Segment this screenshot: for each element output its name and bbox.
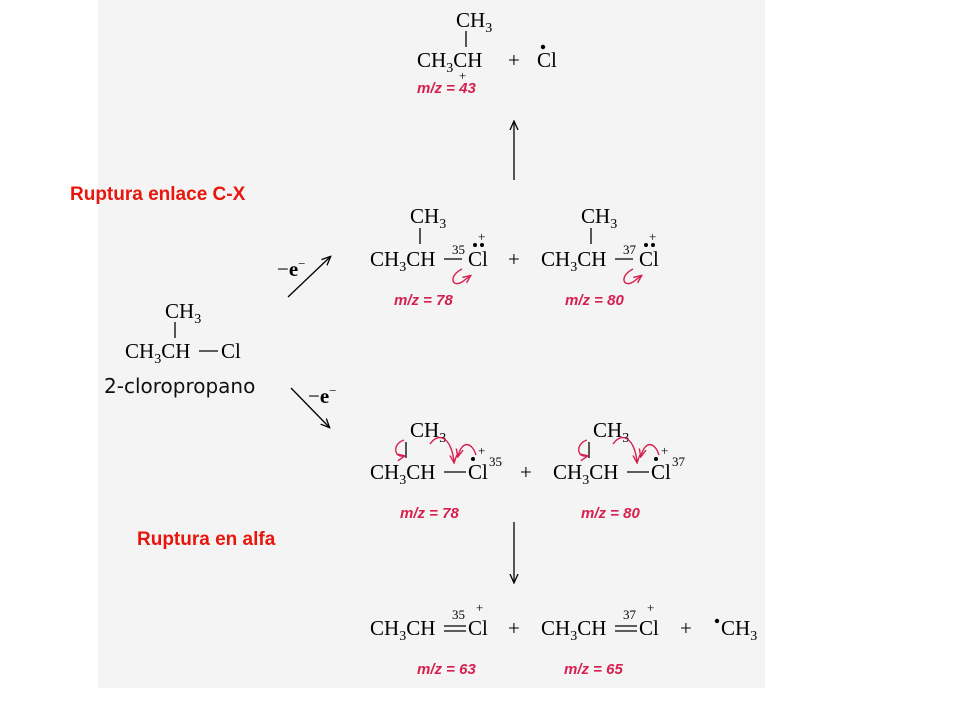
- alpha-ion-35: CH3 CH3CH + Cl 35 m/z = 78: [370, 418, 502, 522]
- molecular-ion-35: CH3 CH3CH 35 + Cl m/z = 78: [370, 204, 488, 309]
- plus-sign: +: [508, 247, 520, 271]
- plus-sign: +: [520, 460, 532, 484]
- plus-sign: +: [680, 616, 692, 640]
- svg-text:CH3: CH3: [721, 616, 757, 644]
- isotope-label: 37: [672, 454, 686, 469]
- radical-dot: [714, 618, 720, 624]
- halogen-label: Cl: [651, 460, 671, 484]
- reactant-halogen: Cl: [221, 339, 241, 363]
- reactant-chain: CH3CH: [125, 339, 190, 367]
- svg-text:CH3: CH3: [410, 204, 446, 232]
- mz-label: m/z = 43: [417, 80, 476, 97]
- isotope-label: 35: [452, 242, 465, 257]
- svg-text:CH3CH: CH3CH: [370, 460, 435, 488]
- svg-text:CH3CH: CH3CH: [553, 460, 618, 488]
- electron-loss-lower: −e−: [308, 383, 337, 408]
- isotope-label: 35: [489, 454, 502, 469]
- charge-plus: +: [649, 229, 656, 244]
- curved-electron-arrow: [612, 437, 637, 462]
- charge-plus: +: [661, 443, 668, 458]
- svg-text:CH3: CH3: [581, 204, 617, 232]
- label-alpha-cleavage: Ruptura en alfa: [137, 529, 276, 550]
- halogen-label: Cl: [468, 247, 488, 271]
- radical-dot: [473, 243, 477, 247]
- charge-plus: +: [647, 600, 654, 615]
- charge-plus: +: [478, 443, 485, 458]
- mz-label: m/z = 63: [417, 661, 476, 678]
- svg-text:CH3CH: CH3CH: [370, 616, 435, 644]
- radical-dot: [644, 243, 648, 247]
- alpha-ion-37: CH3 CH3CH + Cl 37 m/z = 80: [553, 418, 686, 522]
- svg-text:CH3CH: CH3CH: [541, 247, 606, 275]
- reactant-methyl: CH3: [165, 299, 201, 327]
- curved-electron-arrow: [458, 443, 477, 456]
- radical-dot: [651, 243, 655, 247]
- halogen-label: Cl: [639, 616, 659, 640]
- curved-electron-arrow: [429, 437, 454, 462]
- charge-plus: +: [459, 68, 466, 83]
- reactant-name: 2-cloropropano: [104, 374, 255, 398]
- curved-electron-arrow: [578, 439, 587, 456]
- isotope-label: 35: [452, 607, 465, 622]
- radical-dot: [480, 243, 484, 247]
- mz-label: m/z = 80: [565, 292, 624, 309]
- curved-electron-arrow: [623, 268, 641, 285]
- chlorine-radical: Cl: [537, 48, 557, 72]
- electron-loss-upper: −e−: [277, 256, 306, 281]
- radical-dot: [540, 44, 546, 50]
- mz-label: m/z = 78: [400, 505, 459, 522]
- svg-text:CH3CH: CH3CH: [370, 247, 435, 275]
- mz-label: m/z = 80: [581, 505, 640, 522]
- curved-electron-arrow: [395, 439, 404, 456]
- plus-sign: +: [508, 616, 520, 640]
- mz-label: m/z = 78: [394, 292, 453, 309]
- svg-text:CH3: CH3: [456, 8, 492, 36]
- isotope-label: 37: [623, 242, 637, 257]
- reactant-structure: CH3 CH3CH Cl 2-cloropropano: [104, 299, 255, 398]
- halogen-label: Cl: [639, 247, 659, 271]
- product-alpha-35: CH3CH 35 + Cl m/z = 63: [370, 600, 488, 678]
- charge-plus: +: [478, 229, 485, 244]
- mz-label: m/z = 65: [564, 661, 623, 678]
- product-alpha-37: CH3CH 37 + Cl m/z = 65: [541, 600, 659, 678]
- isotope-label: 37: [623, 607, 637, 622]
- halogen-label: Cl: [468, 616, 488, 640]
- curved-electron-arrow: [452, 268, 470, 285]
- plus-sign: +: [508, 48, 520, 72]
- svg-text:CH3: CH3: [593, 418, 629, 446]
- charge-plus: +: [476, 600, 483, 615]
- svg-text:CH3CH: CH3CH: [417, 48, 482, 76]
- halogen-label: Cl: [468, 460, 488, 484]
- arrow-ionization-upper: [287, 257, 330, 298]
- scheme-background: [98, 0, 765, 688]
- arrow-ionization-lower: [290, 387, 329, 427]
- radical-dot: [654, 457, 658, 461]
- svg-text:CH3: CH3: [410, 418, 446, 446]
- molecular-ion-37: CH3 CH3CH 37 + Cl m/z = 80: [541, 204, 659, 309]
- svg-text:CH3CH: CH3CH: [541, 616, 606, 644]
- product-top-cation: CH3 CH3CH + + Cl m/z = 43: [417, 8, 557, 97]
- methyl-radical: CH3: [714, 616, 757, 644]
- curved-electron-arrow: [641, 443, 660, 456]
- label-bond-cleavage: Ruptura enlace C-X: [70, 184, 246, 205]
- radical-dot: [471, 457, 475, 461]
